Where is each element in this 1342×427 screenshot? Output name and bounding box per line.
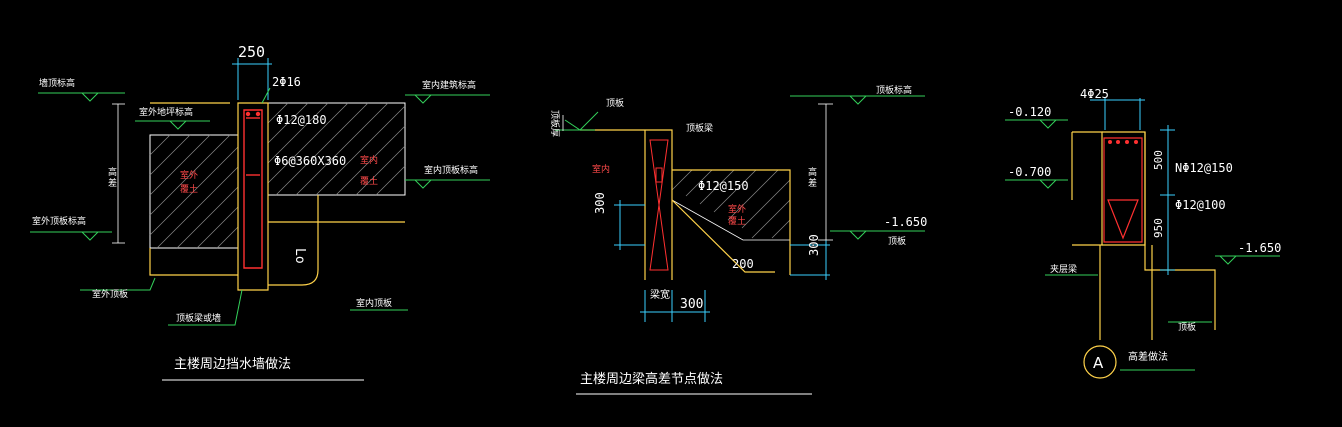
detail-beam-elevation: 顶板 顶板梁 顶板厚 顶板标高 室内 室外 覆土 高 差 -1.650 顶板 梁…: [549, 84, 927, 395]
title-d1: 主楼周边挡水墙做法: [174, 357, 291, 372]
label-shiwai-dingban-biaogao: 室外顶板标高: [32, 215, 86, 227]
d3-outline: [1071, 131, 1216, 340]
label-shinei-dingban: 室内顶板标高: [424, 164, 478, 176]
detail-retaining-wall: 250 墙顶标高 室外地坪标高 室内建筑标高 室内顶板标高 室外顶板标高 室外顶…: [30, 43, 490, 381]
label-shinei-jianzhu: 室内建筑标高: [422, 79, 476, 91]
rebar-tie-d1: Φ6@360X360: [274, 154, 346, 168]
rebar-main-d2: Φ12@150: [698, 179, 749, 193]
dim-950: 950: [1152, 218, 1165, 238]
detail-elevation-diff: A 高差做法 -0.120 -0.700 -1.650 4Φ25 NΦ12@15…: [1005, 87, 1281, 379]
label-dingban-liang: 顶板梁或墙: [176, 312, 221, 324]
label-gao-d2: 高: [808, 166, 817, 178]
d3-rebar: [1103, 137, 1143, 243]
wall-rebar: [243, 109, 263, 269]
label-jiaceng: 夹层梁: [1050, 263, 1077, 275]
label-cha: 差: [108, 177, 117, 189]
label-dingban-d3: 顶板: [1178, 321, 1196, 333]
label-shiwai-dingban: 室外顶板: [92, 288, 128, 300]
label-dingban-top-right: 顶板标高: [876, 84, 912, 96]
elev-e2: -0.700: [1008, 165, 1051, 179]
dim-250: [232, 58, 272, 100]
label-futu: 覆土: [180, 183, 198, 195]
label-dingban-d2: 顶板: [606, 97, 624, 109]
dims-d2: [614, 200, 830, 322]
dim-500: 500: [1152, 150, 1165, 170]
label-dingban-liang-d2: 顶板梁: [686, 122, 713, 134]
label-cha-d2: 差: [808, 177, 817, 189]
elevation-leaders-d2: [555, 95, 925, 240]
label-shinei-d2: 室内: [592, 163, 610, 175]
label-shinei: 室内: [360, 154, 378, 166]
label-shinei-dingban2: 室内顶板: [356, 297, 392, 309]
callout-label: A: [1093, 354, 1104, 372]
elev-e3: -1.650: [1238, 241, 1281, 255]
label-liangkuan: 梁宽: [650, 288, 670, 301]
label-futu-2: 覆土: [360, 175, 378, 187]
beam-outline: [580, 129, 791, 280]
rebar-top-d3: 4Φ25: [1080, 87, 1109, 101]
rebar-v-d3: Φ12@100: [1175, 198, 1226, 212]
elevation-leaders-d3: [1005, 119, 1280, 371]
dims-d3: [1090, 98, 1175, 275]
wall-outline: [149, 102, 405, 291]
height-dim-d1: [112, 103, 125, 244]
rebar-mid-d1: Φ12@180: [276, 113, 327, 127]
dim-300a: 300: [593, 192, 607, 214]
soil-hatch-right: [267, 102, 406, 196]
dim-200: 200: [732, 257, 754, 271]
label-dingban-hou: 顶板厚: [549, 110, 561, 137]
elev-d2: -1.650: [884, 215, 927, 229]
title-d2: 主楼周边梁高差节点做法: [580, 371, 723, 387]
label-futu-d2: 覆土: [728, 215, 746, 227]
dim-300b: 300: [680, 297, 703, 312]
label-shiwai-dikeng: 室外地坪标高: [139, 106, 193, 118]
dim-250-label: 250: [238, 43, 265, 61]
label-gao: 高: [108, 166, 117, 178]
label-qiangding: 墙顶标高: [39, 77, 75, 89]
label-shiwai-d2: 室外: [728, 203, 746, 215]
label-shiwai: 室外: [180, 169, 198, 181]
title-d3: 高差做法: [1128, 350, 1168, 363]
rebar-n-d3: NΦ12@150: [1175, 161, 1233, 175]
height-dim-d2: [562, 103, 833, 241]
elev-e1: -0.120: [1008, 105, 1051, 119]
elevation-leaders-d1: [30, 87, 490, 326]
rebar-top-d1: 2Φ16: [272, 75, 301, 89]
label-lo: Lo: [292, 248, 307, 264]
detail-callout-circle: [1083, 345, 1117, 379]
dim-300c: 300: [807, 234, 821, 256]
label-dingban2-d2: 顶板: [888, 235, 906, 247]
beam-rebar-d2: [649, 139, 669, 271]
